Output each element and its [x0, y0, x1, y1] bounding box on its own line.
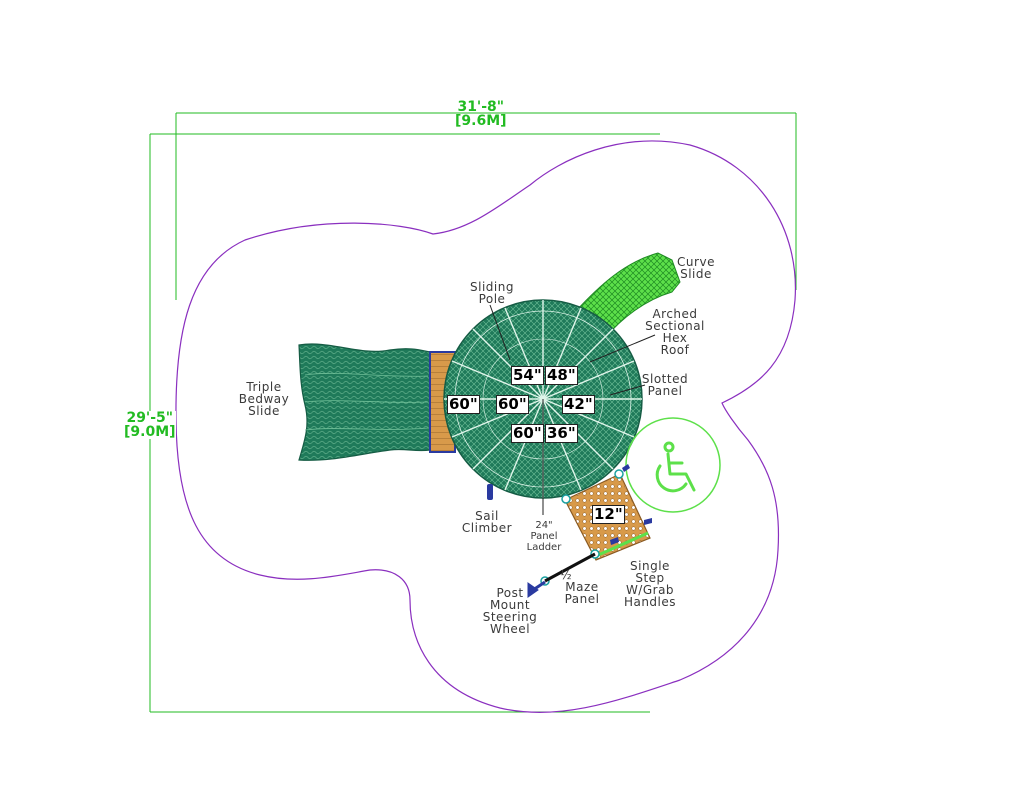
height-metric: [9.0M] — [124, 424, 176, 440]
curve-slide-label: Curve Slide — [677, 255, 715, 281]
deck-height-tag: 36" — [545, 424, 578, 443]
accessible-route-circle — [625, 417, 721, 513]
deck-height-tag: 42" — [562, 395, 595, 414]
width-imperial: 31'-8" — [457, 99, 505, 115]
deck-height-tag: 54" — [511, 366, 544, 385]
width-dimension-label: 31'-8" [9.6M] — [455, 100, 507, 128]
triple-bedway-slide-label: Triple Bedway Slide — [238, 380, 290, 418]
maze-panel — [544, 552, 596, 583]
sliding-pole-label: Sliding Pole — [470, 280, 514, 306]
deck-height-tag: 60" — [511, 424, 544, 443]
sail-climber — [487, 484, 493, 500]
height-imperial: 29'-5" — [126, 410, 174, 426]
sail-climber-label: Sail Climber — [461, 509, 513, 535]
single-step-label: Single Step W/Grab Handles — [623, 559, 677, 609]
steering-wheel-post — [527, 580, 546, 598]
height-dimension-label: 29'-5" [9.0M] — [124, 411, 176, 439]
curve-slide — [574, 252, 681, 339]
panel-ladder-label: 24" Panel Ladder — [526, 520, 562, 553]
dimension-lines — [149, 112, 797, 713]
deck-height-tag: 12" — [592, 505, 625, 524]
deck-height-tag: 60" — [496, 395, 529, 414]
leader-lines — [489, 304, 656, 515]
wheelchair-icon — [655, 441, 696, 493]
deck-height-tag: 48" — [545, 366, 578, 385]
arched-roof-label: Arched Sectional Hex Roof — [645, 307, 705, 357]
width-metric: [9.6M] — [455, 113, 507, 129]
deck-height-tag: 60" — [447, 395, 480, 414]
slotted-panel-label: Slotted Panel — [641, 372, 689, 398]
steering-wheel-label: Post Mount Steering Wheel — [482, 586, 538, 636]
safety-zone-boundary — [175, 140, 797, 714]
maze-panel-label: ½ Maze Panel — [560, 568, 600, 606]
